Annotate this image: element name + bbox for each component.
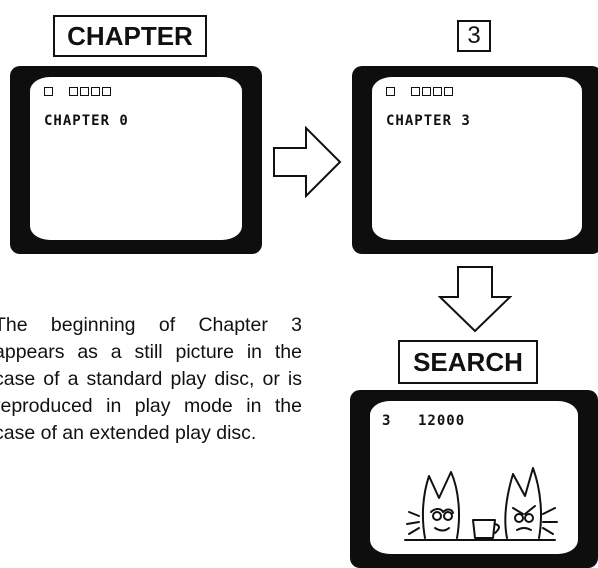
osd-frame-number: 12000 xyxy=(418,413,466,429)
tv-screen-search: 3 12000 xyxy=(350,390,598,568)
tv-screen-before: CHAPTER 0 xyxy=(10,66,262,254)
digit-key-label: 3 xyxy=(457,20,491,52)
osd-chapter-number: 3 xyxy=(382,413,392,429)
arrow-down-icon xyxy=(438,266,512,333)
osd-chapter-line: CHAPTER 3 xyxy=(386,113,471,129)
cartoon-cats-illustration xyxy=(404,467,558,541)
osd-chapter-line: CHAPTER 0 xyxy=(44,113,129,129)
osd-squares xyxy=(386,87,453,96)
screen-display: CHAPTER 3 xyxy=(372,77,582,240)
tv-screen-after: CHAPTER 3 xyxy=(352,66,598,254)
search-key-label: SEARCH xyxy=(398,340,538,384)
description-text: The beginning of Chapter 3 appears as a … xyxy=(0,314,302,444)
arrow-right-icon xyxy=(273,126,342,198)
chapter-key-label: CHAPTER xyxy=(53,15,207,57)
screen-display: 3 12000 xyxy=(370,401,578,554)
screen-display: CHAPTER 0 xyxy=(30,77,242,240)
osd-squares xyxy=(44,87,111,96)
